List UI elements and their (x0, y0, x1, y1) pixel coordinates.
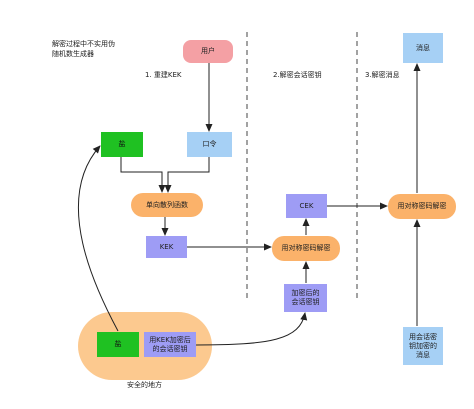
salt-node: 盐 (101, 132, 143, 157)
arrow-safe-key-to-encrypted-key (195, 312, 308, 346)
message-node: 消息 (403, 33, 443, 63)
kek-node: KEK (146, 236, 187, 258)
section-1-title: 1. 重建KEK (145, 71, 182, 79)
kek-encrypted-session-key-node: 用KEK加密后的会话密钥 (144, 332, 196, 357)
symmetric-decrypt-right-node: 用对称密码解密 (388, 194, 456, 219)
user-node: 用户 (183, 40, 233, 63)
password-node: 口令 (187, 132, 232, 157)
safe-salt-node: 盐 (97, 332, 139, 357)
safe-place-label: 安全的地方 (127, 381, 162, 389)
section-3-title: 3.解密消息 (365, 71, 400, 79)
note-no-prng: 解密过程中不实用伪随机数生成器 (52, 40, 115, 58)
section-2-title: 2.解密会话密钥 (273, 71, 322, 79)
arrow-safe-salt-to-salt (77, 145, 119, 332)
cek-node: CEK (286, 194, 327, 218)
symmetric-decrypt-middle-node: 用对称密码解密 (272, 236, 340, 261)
hash-function-node: 单向散列函数 (131, 193, 203, 217)
arrow-password-to-hash (164, 157, 210, 193)
arrow-salt-to-hash (120, 157, 166, 193)
encrypted-message-node: 用会话密钥加密的消息 (403, 327, 443, 365)
encrypted-session-key-node: 加密后的会话密钥 (284, 284, 327, 312)
